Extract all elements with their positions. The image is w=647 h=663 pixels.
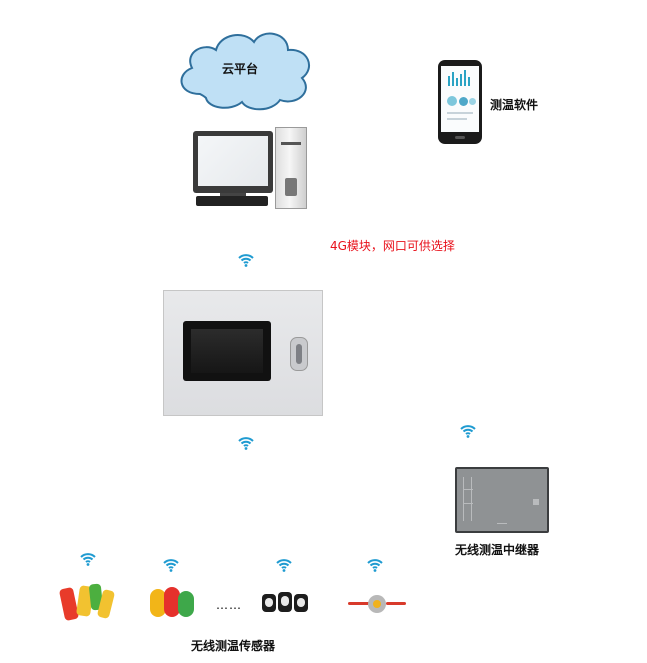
wifi-icon <box>80 553 96 566</box>
cloud-platform-label: 云平台 <box>222 62 259 76</box>
wifi-icon <box>367 559 383 572</box>
sensor-icon <box>262 590 308 616</box>
touch-screen-display <box>183 321 271 381</box>
sensor-icon <box>348 592 408 616</box>
sensor-icon <box>58 580 116 622</box>
sensor-icon <box>150 583 198 621</box>
repeater-icon <box>455 467 549 533</box>
temperature-app-label: 测温软件 <box>490 98 539 112</box>
desktop-computer-icon <box>193 131 273 193</box>
smartphone-icon <box>438 60 482 144</box>
keyboard-icon <box>196 196 268 206</box>
pc-tower-icon <box>275 127 307 209</box>
more-sensors-ellipsis: …… <box>216 598 242 612</box>
connectivity-note: 4G模块，网口可供选择 <box>330 239 455 253</box>
repeater-label: 无线测温中继器 <box>455 543 540 557</box>
wifi-icon <box>163 559 179 572</box>
cabinet-lock-icon <box>290 337 308 371</box>
wifi-icon <box>460 425 476 438</box>
cloud-icon <box>180 32 310 111</box>
wifi-icon <box>238 437 254 450</box>
wifi-icon <box>276 559 292 572</box>
sensors-label: 无线测温传感器 <box>191 639 276 653</box>
wifi-icon <box>238 254 254 267</box>
